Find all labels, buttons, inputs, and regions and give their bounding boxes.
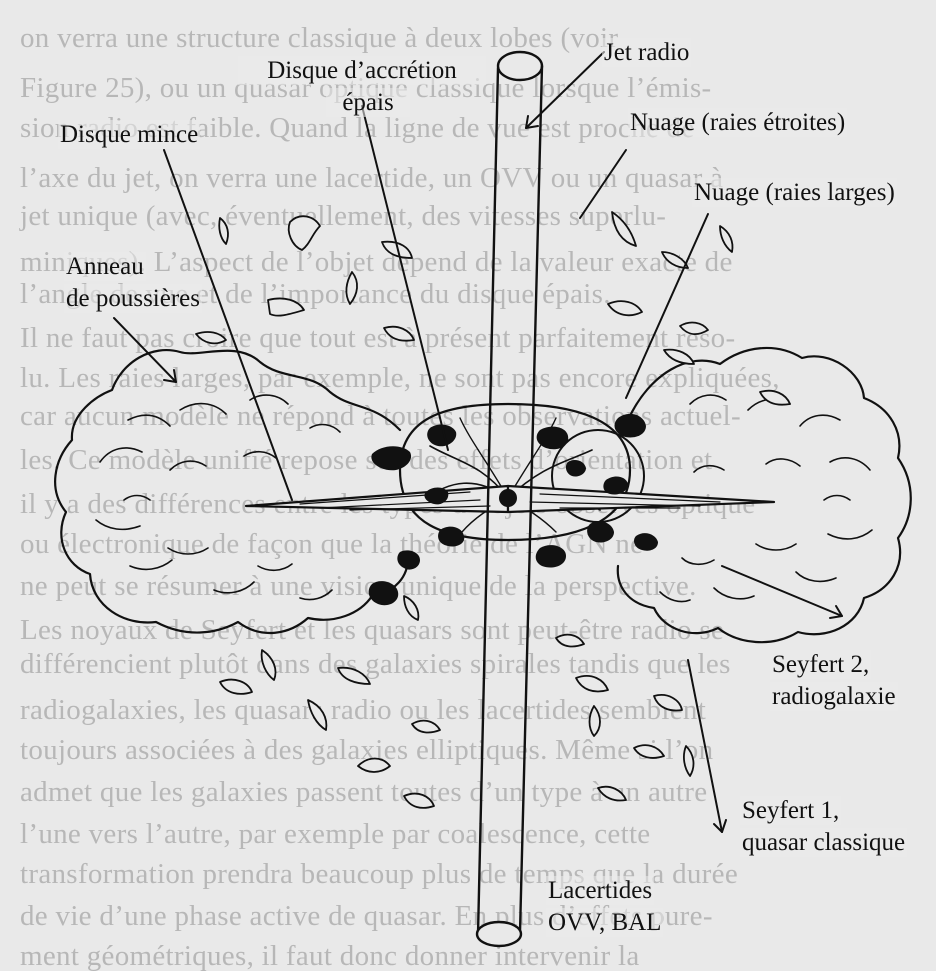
label-seyfert1-line2: quasar classique [740, 828, 907, 857]
label-seyfert2-line2: radiogalaxie [770, 682, 898, 711]
label-thin-disk: Disque mince [58, 120, 200, 149]
label-dust-ring-line2: de poussières [64, 284, 202, 313]
dust-ring-left [55, 350, 408, 633]
label-jet-radio: Jet radio [602, 38, 691, 67]
label-narrow-line-cloud: Nuage (raies étroites) [628, 108, 847, 137]
label-pointers [114, 52, 842, 832]
label-broad-line-cloud: Nuage (raies larges) [692, 178, 897, 207]
label-thick-disk-line2: épais [326, 88, 410, 117]
label-seyfert2-line1: Seyfert 2, [770, 650, 871, 679]
label-dust-ring-line1: Anneau [64, 252, 146, 281]
label-lacertides-line1: Lacertides [546, 876, 654, 905]
central-black-hole [499, 489, 517, 507]
thick-accretion-disk [400, 404, 644, 540]
label-thick-disk-line1: Disque d’accrétion [238, 56, 486, 85]
label-seyfert1-line1: Seyfert 1, [740, 796, 841, 825]
label-lacertides-line2: OVV, BAL [546, 908, 663, 937]
